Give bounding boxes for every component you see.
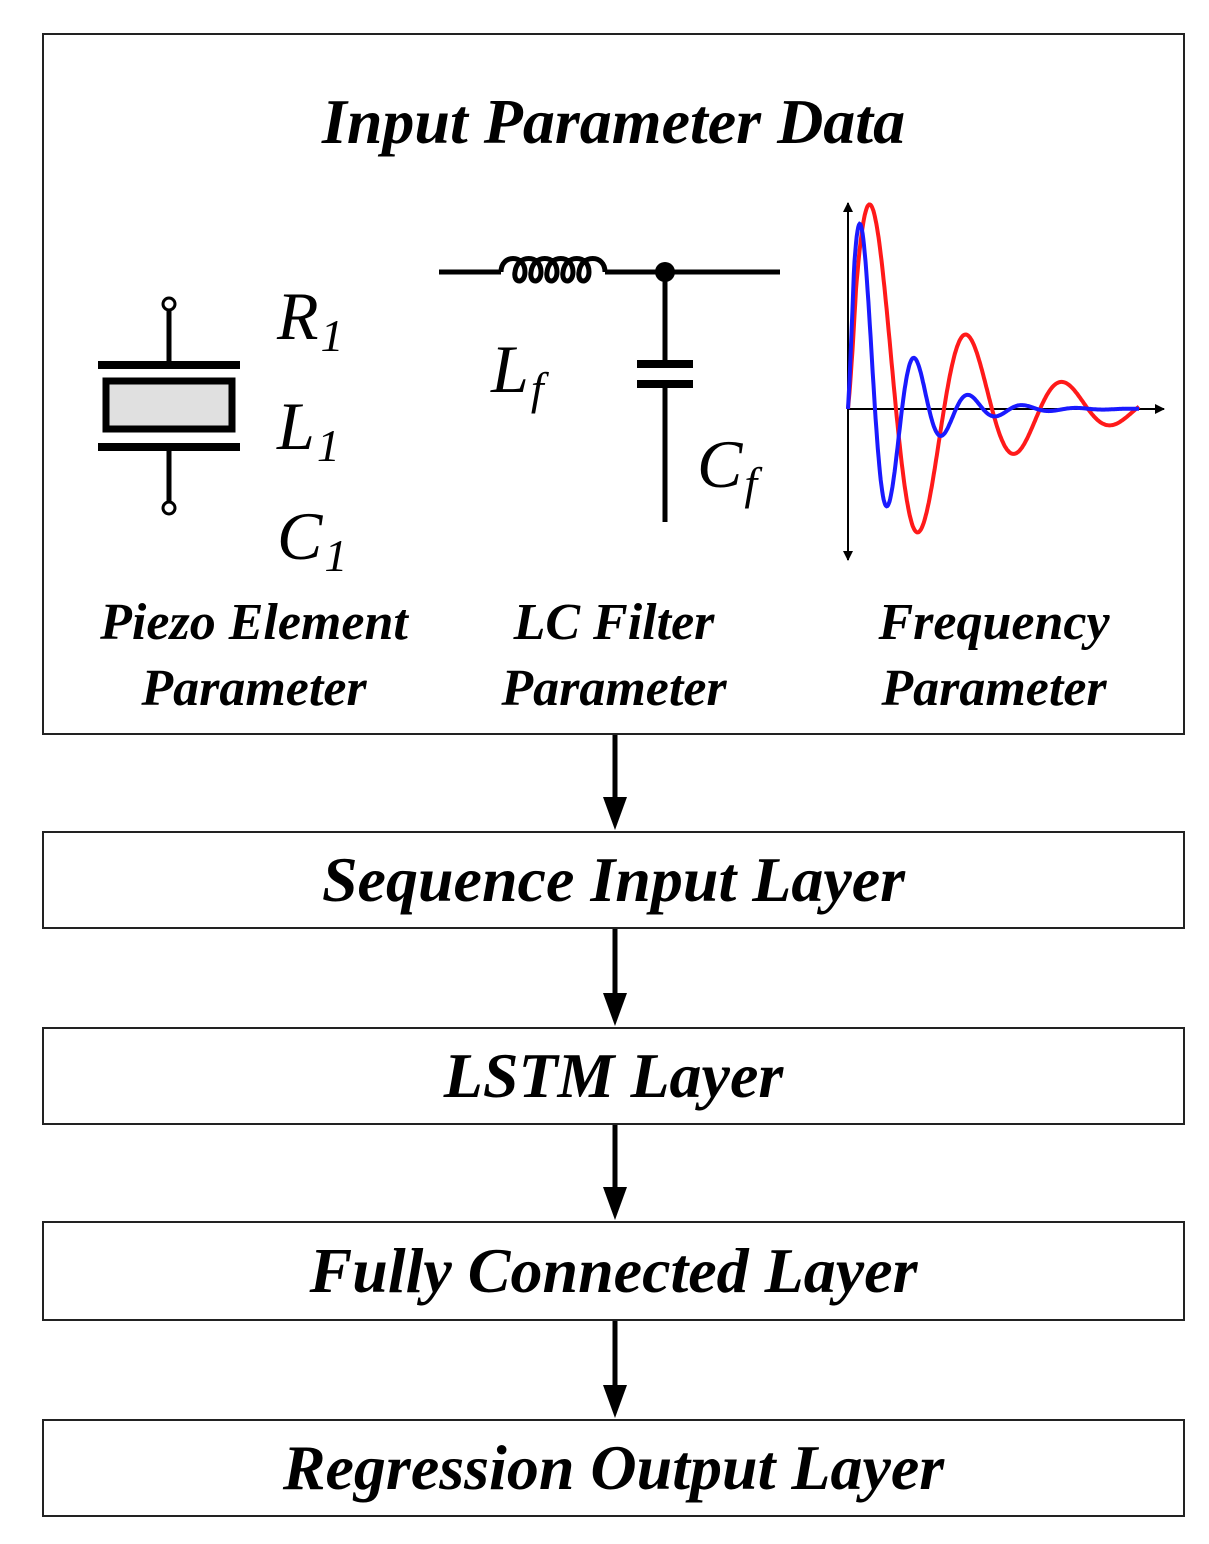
lc-filter-caption: LC Filter Parameter	[501, 594, 727, 717]
piezo-symbol-r1: R1	[277, 278, 344, 361]
flow-arrow-2	[603, 929, 627, 1026]
input-parameter-title: Input Parameter Data	[321, 86, 906, 157]
fully-connected-layer-label: Fully Connected Layer	[309, 1235, 918, 1306]
piezo-symbol-c1: C1	[277, 498, 348, 581]
sequence-input-layer-label: Sequence Input Layer	[321, 844, 906, 915]
regression-output-layer-box: Regression Output Layer	[42, 1419, 1185, 1517]
piezo-symbol-l1: L1	[277, 388, 340, 471]
damped-waveform-icon	[843, 202, 1165, 561]
flow-arrow-3	[603, 1125, 627, 1220]
flow-arrow-4	[603, 1321, 627, 1418]
lc-filter-icon	[439, 256, 780, 522]
frequency-caption: Frequency Parameter	[878, 594, 1110, 717]
lstm-layer-box: LSTM Layer	[42, 1027, 1185, 1125]
inductor-symbol-lf: Lf	[491, 331, 544, 414]
regression-output-layer-label: Regression Output Layer	[282, 1432, 945, 1503]
blue-wave-line	[846, 221, 1139, 509]
input-parameter-box: Input Parameter Data R1 L1 C1 Piezo Elem…	[42, 33, 1185, 735]
lstm-layer-label: LSTM Layer	[443, 1040, 784, 1111]
capacitor-symbol-cf: Cf	[697, 426, 758, 509]
flow-arrow-1	[603, 735, 627, 830]
piezo-element-icon	[98, 296, 240, 516]
sequence-input-layer-box: Sequence Input Layer	[42, 831, 1185, 929]
fully-connected-layer-box: Fully Connected Layer	[42, 1221, 1185, 1321]
piezo-caption: Piezo Element Parameter	[100, 594, 408, 717]
